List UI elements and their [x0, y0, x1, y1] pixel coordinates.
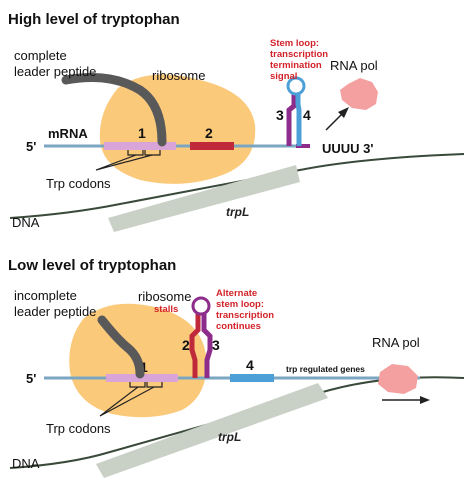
panel-title-low: Low level of tryptophan [8, 257, 176, 274]
region-1-label: 1 [140, 359, 148, 375]
alt-loop-line4: continues [216, 321, 261, 332]
rna-pol-label: RNA pol [330, 58, 378, 73]
stalls-label: stalls [154, 304, 178, 315]
release-arrowhead [338, 107, 349, 118]
region-1-label: 1 [138, 125, 146, 141]
panel-low-tryptophan: Low level of tryptophan DNA trpL ribosom… [8, 257, 465, 478]
trp-codons-label: Trp codons [46, 421, 111, 436]
trpl-gene-segment [96, 383, 328, 478]
rna-pol-label: RNA pol [372, 335, 420, 350]
transcription-arrowhead [420, 396, 430, 404]
stem-loop-line1: Stem loop: [270, 38, 319, 49]
stem-loop-line3: termination [270, 60, 322, 71]
stem-loop-line4: signal [270, 71, 297, 82]
ribosome-label: ribosome [152, 68, 205, 83]
dna-strand [9, 153, 465, 219]
region-2-label: 2 [205, 125, 213, 141]
alt-loop-line3: transcription [216, 310, 274, 321]
three-prime-label: UUUU 3' [322, 141, 374, 156]
region-2-bar [190, 142, 234, 150]
alt-loop-line2: stem loop: [216, 299, 264, 310]
region-4-bar [230, 374, 274, 382]
stem-loop-line2: transcription [270, 49, 328, 60]
leader-label-line2: leader peptide [14, 304, 96, 319]
leader-label-line1: complete [14, 48, 67, 63]
region-4-stem [295, 94, 302, 146]
leader-label-line2: leader peptide [14, 64, 96, 79]
region-3-stem [286, 94, 297, 146]
alt-loop-line1: Alternate [216, 288, 257, 299]
five-prime-label: 5' [26, 371, 36, 386]
region-4-label: 4 [303, 107, 311, 123]
trp-codon-pointer [99, 386, 155, 417]
trp-genes-label: trp regulated genes [286, 364, 365, 374]
trp-codons-label: Trp codons [46, 176, 111, 191]
gene-label-trpl: trpL [218, 430, 241, 444]
ribosome [99, 74, 256, 184]
dna-label: DNA [12, 456, 40, 471]
panel-title-high: High level of tryptophan [8, 11, 180, 28]
panel-high-tryptophan: High level of tryptophan DNA trpL riboso… [8, 11, 465, 232]
region-1-bar [104, 142, 176, 150]
stem-loop-hairpin [286, 76, 306, 96]
region-2-stem [189, 314, 201, 378]
region-3-label: 3 [212, 337, 220, 353]
region-4-label: 4 [246, 357, 254, 373]
five-prime-label: 5' [26, 139, 36, 154]
gene-label-trpl: trpL [226, 205, 249, 219]
trpl-gene-segment [108, 165, 300, 232]
dna-label: DNA [12, 215, 40, 230]
region-3-stem [201, 314, 213, 378]
ribosome-label: ribosome [138, 289, 191, 304]
incomplete-leader-peptide [97, 315, 145, 379]
rna-polymerase [378, 364, 418, 394]
leader-label-line1: incomplete [14, 288, 77, 303]
alternate-hairpin [191, 296, 211, 316]
dna-strand [9, 376, 465, 469]
trp-codon-pointer [95, 154, 153, 171]
rna-polymerase [340, 78, 378, 110]
region-2-label: 2 [182, 337, 190, 353]
mrna-label: mRNA [48, 126, 88, 141]
complete-leader-peptide [61, 73, 167, 147]
region-3-label: 3 [276, 107, 284, 123]
